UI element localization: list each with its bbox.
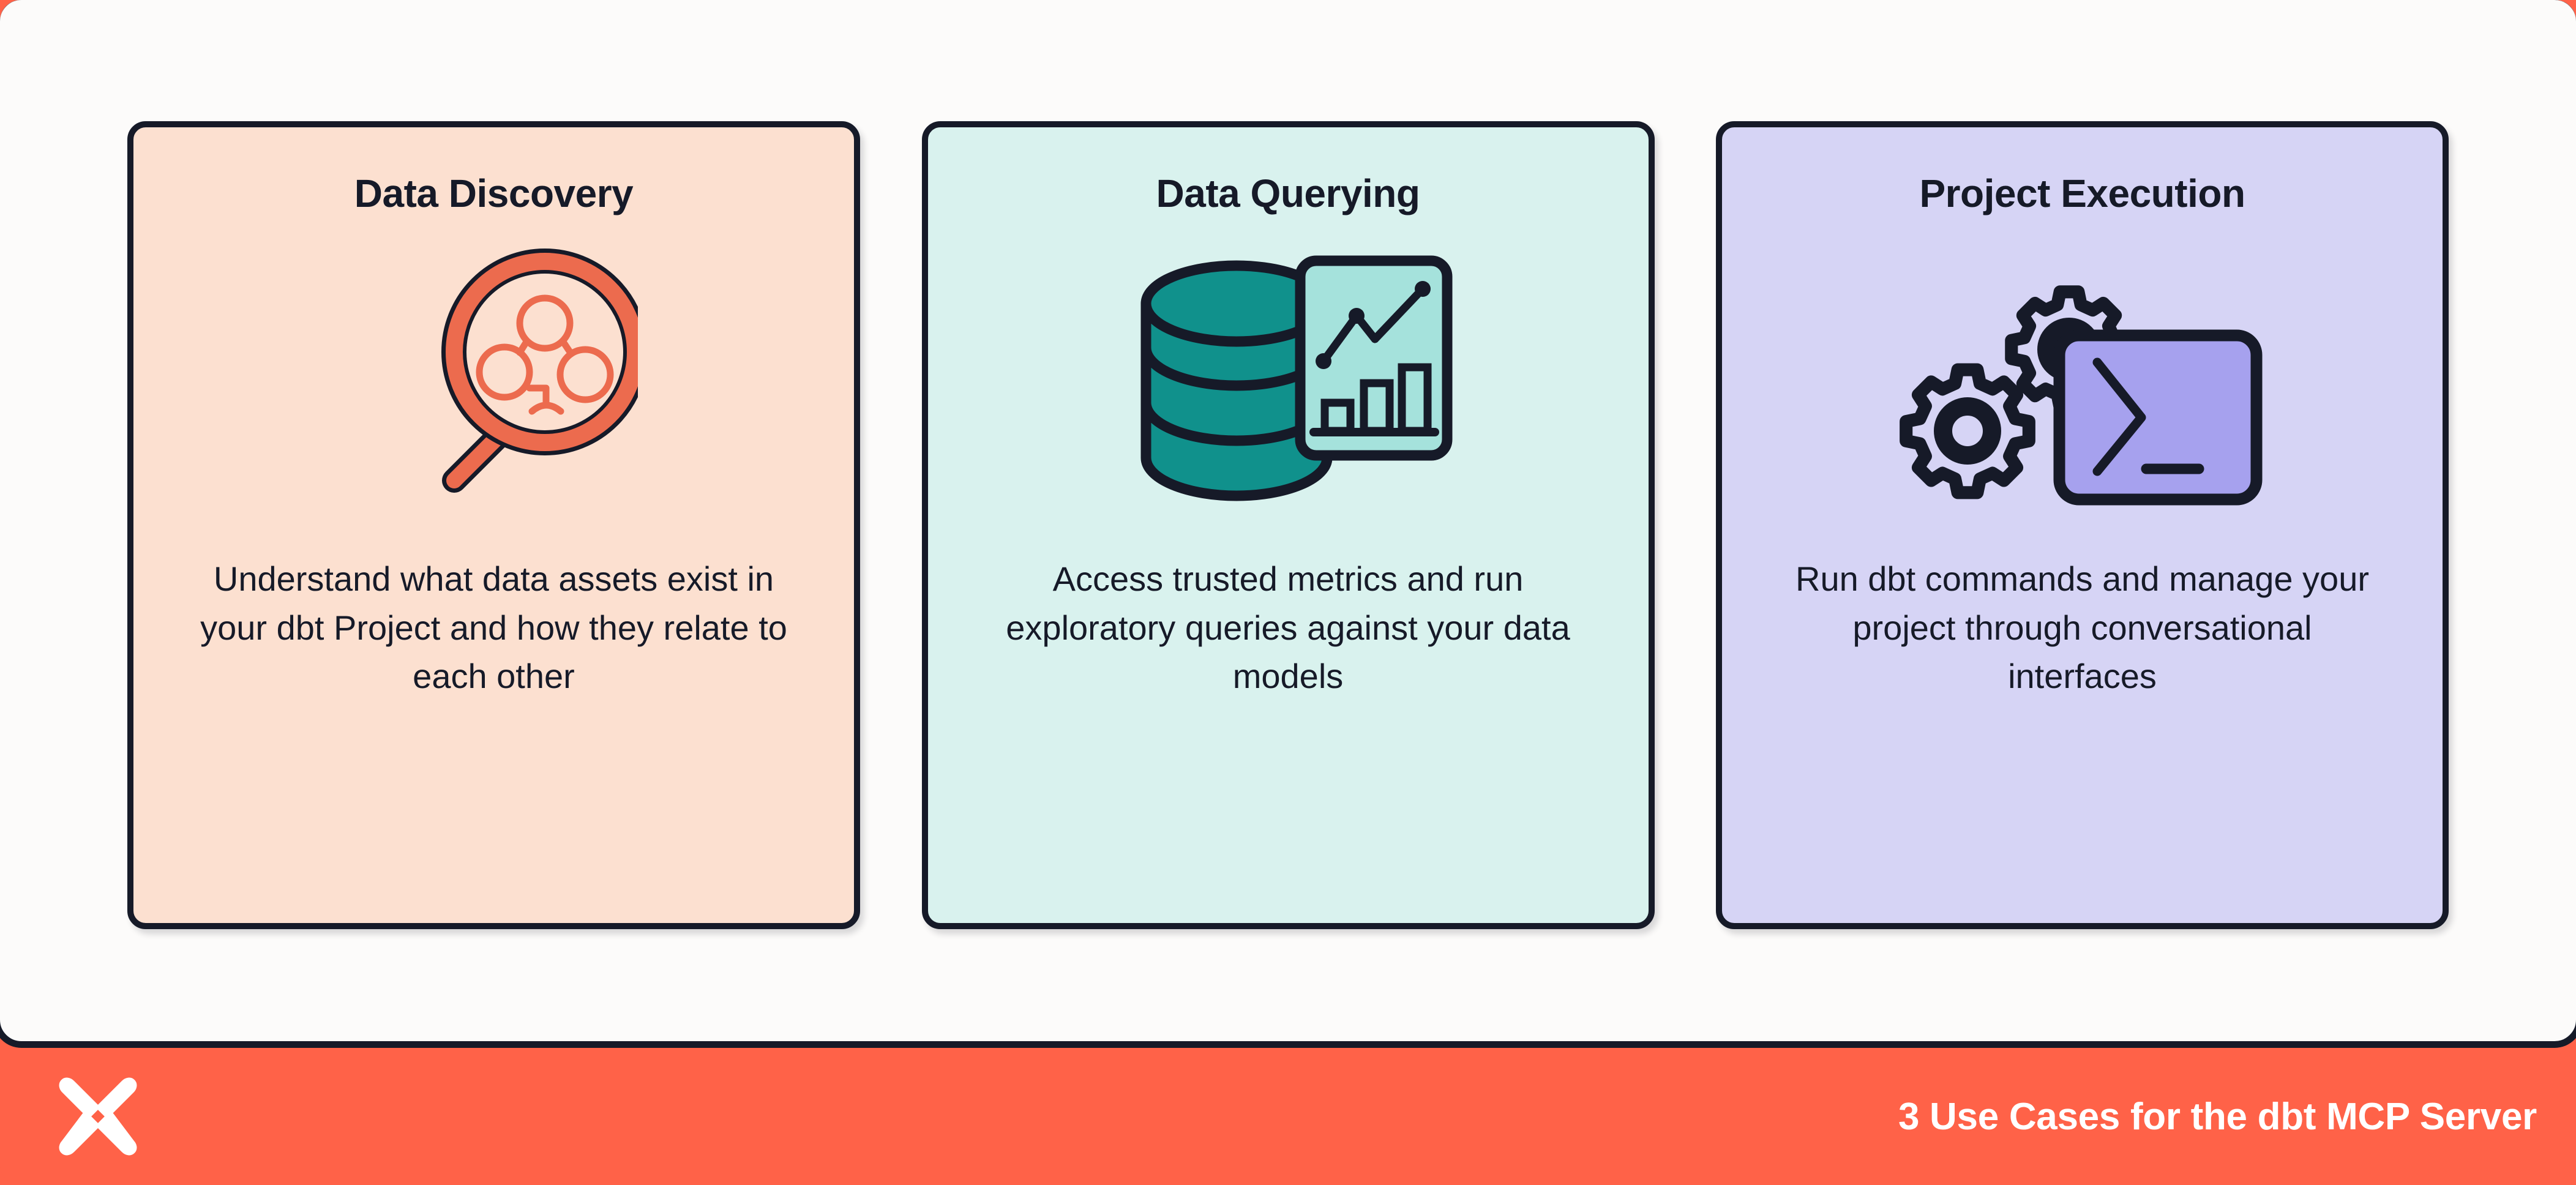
card-title: Data Discovery [354,171,634,215]
card-data-querying[interactable]: Data Querying [921,121,1655,929]
gears-terminal-icon [1722,239,2443,520]
dbt-logo [59,1077,137,1156]
card-project-execution[interactable]: Project Execution [1716,121,2449,929]
card-description: Understand what data assets exist in you… [200,559,787,696]
card-description: Run dbt commands and manage your project… [1795,559,2369,696]
footer-title: 3 Use Cases for the dbt MCP Server [1898,1095,2537,1138]
card-description: Access trusted metrics and run explorato… [1006,559,1570,696]
card-title: Project Execution [1919,171,2245,215]
card-title: Data Querying [1156,171,1420,215]
use-case-card-list: Data Discovery [127,121,2449,929]
card-data-discovery[interactable]: Data Discovery [127,121,860,929]
magnifying-glass-lineage-icon [133,239,854,520]
database-chart-icon [928,239,1649,520]
footer-bar: 3 Use Cases for the dbt MCP Server [0,1048,2576,1185]
